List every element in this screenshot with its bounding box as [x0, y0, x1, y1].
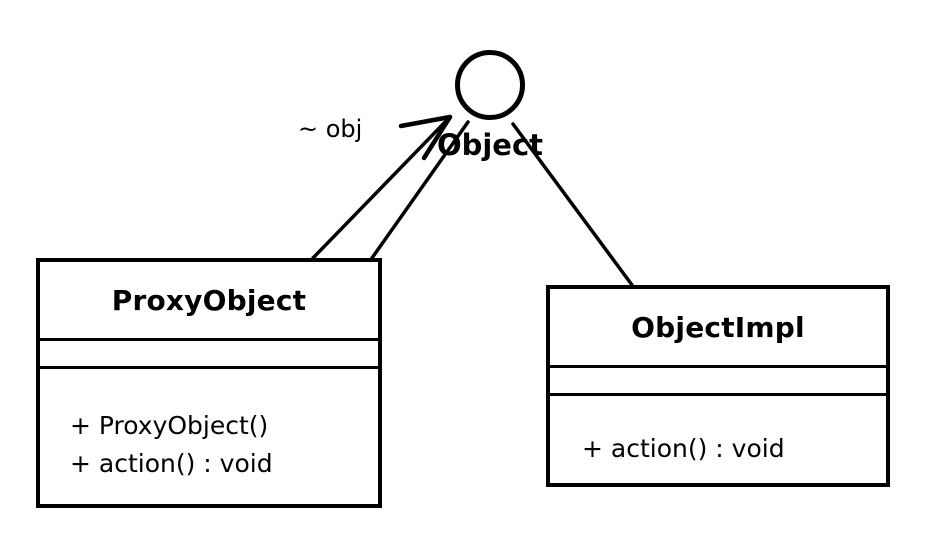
- operation-row: + action() : void: [582, 434, 785, 463]
- class-name-compartment-proxyobject: ProxyObject: [40, 262, 378, 341]
- association-line-proxyobject-object: [311, 115, 452, 260]
- interface-ball-icon: [455, 50, 525, 120]
- class-name-compartment-objectimpl: ObjectImpl: [550, 289, 886, 368]
- association-role-label: ~ obj: [298, 115, 363, 143]
- class-box-proxyobject[interactable]: ProxyObject + ProxyObject() + action() :…: [36, 258, 382, 508]
- operation-row: + ProxyObject(): [70, 411, 269, 440]
- association-open-arrowhead: [398, 114, 453, 161]
- interface-name-label: Object: [436, 128, 544, 162]
- class-operations-compartment-proxyobject: + ProxyObject() + action() : void: [40, 369, 378, 504]
- class-attributes-compartment-objectimpl: [550, 368, 886, 396]
- class-title-proxyobject: ProxyObject: [111, 283, 307, 317]
- operation-row: + action() : void: [70, 449, 273, 478]
- realization-line-objectimpl-object: [511, 122, 634, 287]
- realization-line-proxyobject-object: [370, 120, 470, 260]
- class-title-objectimpl: ObjectImpl: [631, 310, 805, 344]
- class-attributes-compartment-proxyobject: [40, 341, 378, 369]
- class-box-objectimpl[interactable]: ObjectImpl + action() : void: [546, 285, 890, 487]
- class-operations-compartment-objectimpl: + action() : void: [550, 396, 886, 483]
